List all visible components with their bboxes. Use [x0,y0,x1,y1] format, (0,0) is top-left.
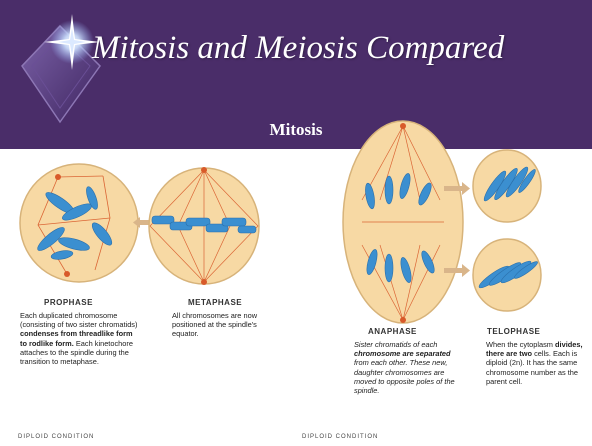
anaphase-cell [343,121,463,323]
metaphase-cell [149,167,259,285]
prophase-cell [20,164,138,282]
prophase-label: PROPHASE [44,298,93,307]
telophase-cell-top [473,150,541,222]
telophase-caption: When the cytoplasm divides, there are tw… [486,340,590,386]
footer-label-right: DIPLOID CONDITION [302,434,378,440]
telophase-label: TELOPHASE [487,327,540,336]
anaphase-label: ANAPHASE [368,327,417,336]
anaphase-caption: Sister chromatids of each chromosome are… [354,340,464,395]
metaphase-label: METAPHASE [188,298,242,307]
telophase-cell-bottom [473,239,541,311]
prophase-caption: Each duplicated chromosome (consisting o… [20,311,140,366]
metaphase-caption: All chromosomes are now positioned at th… [172,311,264,339]
footer-label-left: DIPLOID CONDITION [18,434,94,440]
